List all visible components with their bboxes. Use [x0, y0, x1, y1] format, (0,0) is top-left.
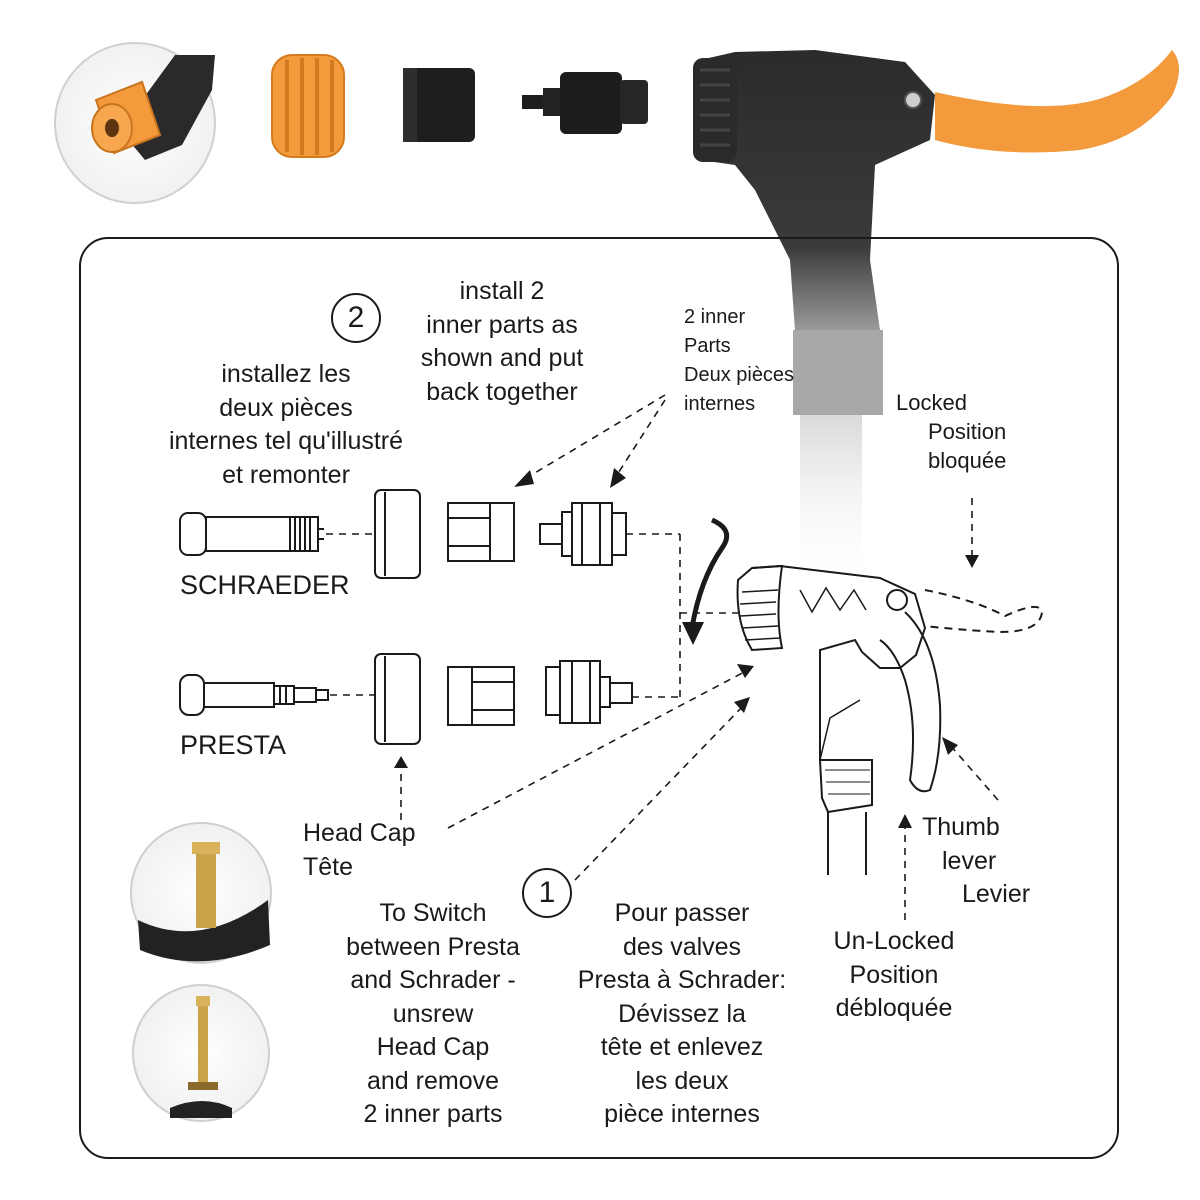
step-2-number: 2 — [331, 293, 381, 343]
valve-core-photo — [522, 72, 648, 134]
step-1-number: 1 — [522, 868, 572, 918]
thumb-lever-label: Thumb lever Levier — [922, 813, 1031, 908]
thumb-lever-drawing — [879, 589, 1044, 793]
diagram-frame — [79, 237, 1119, 1159]
head-cap-drawing — [374, 489, 421, 745]
pump-head-photo — [693, 50, 1179, 590]
black-sleeve-photo — [403, 68, 475, 142]
rotate-arrow-icon — [682, 517, 730, 645]
pump-head-closeup-photo — [54, 42, 216, 204]
inner-sleeve-drawing — [447, 502, 515, 726]
presta-valve-photo — [132, 984, 270, 1122]
presta-valve-drawing — [179, 674, 329, 716]
locked-position-label: Locked Position bloquée — [896, 390, 1007, 473]
schraeder-label: SCHRAEDER — [180, 570, 350, 600]
schrader-valve-photo — [130, 822, 272, 964]
presta-label: PRESTA — [180, 730, 287, 760]
inner-valve-core-drawing — [539, 502, 633, 724]
orange-head-cap-photo — [271, 54, 345, 158]
pump-head-drawing — [736, 564, 927, 875]
schrader-valve-drawing — [179, 512, 324, 556]
